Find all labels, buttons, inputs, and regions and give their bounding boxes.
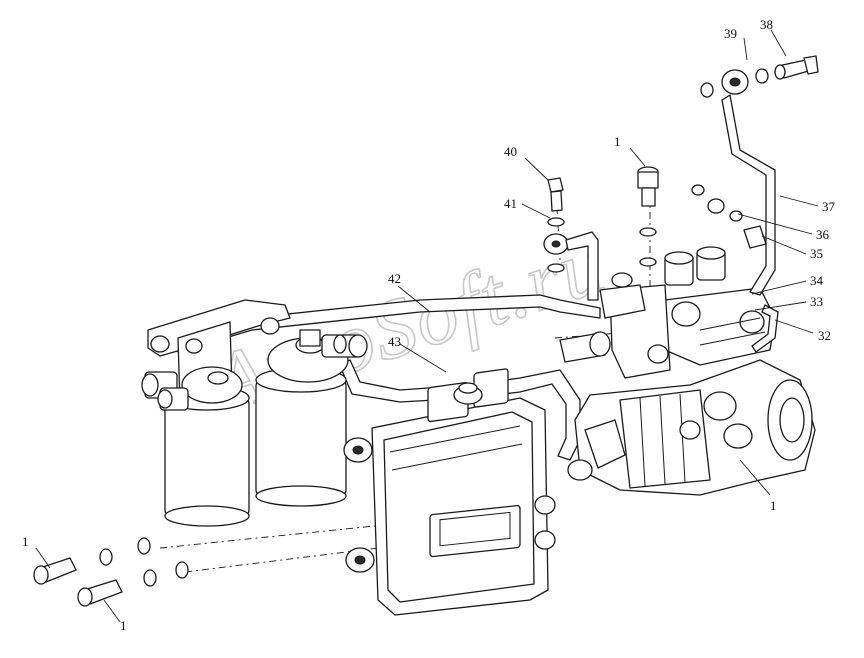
- callout-43: 43: [388, 334, 401, 349]
- callout-40: 40: [504, 144, 517, 159]
- ecu-module: [343, 368, 556, 616]
- washer-39: [700, 68, 769, 98]
- callout-1-left-lower: 1: [120, 618, 127, 633]
- washer-36: [691, 184, 743, 222]
- fuel-filter-right: [255, 329, 368, 507]
- callout-42: 42: [388, 271, 401, 286]
- callout-37: 37: [822, 199, 836, 214]
- pump-fitting-block: [559, 272, 646, 363]
- callout-1-pump: 1: [770, 498, 777, 513]
- callout-39: 39: [724, 26, 737, 41]
- injection-pump: [567, 246, 816, 496]
- banjo-bolt-left-upper: [33, 537, 151, 585]
- callout-38: 38: [760, 17, 773, 32]
- callout-41: 41: [504, 196, 517, 211]
- banjo-fitting-41: [543, 231, 599, 301]
- fuel-line-37: [721, 69, 776, 296]
- plug-bolt-35: [743, 225, 767, 249]
- callout-36: 36: [816, 227, 830, 242]
- banjo-bolt-40: [547, 177, 564, 212]
- callout-32: 32: [818, 328, 831, 343]
- banjo-bolt-38: [774, 55, 819, 80]
- leader-lines: [35, 29, 819, 623]
- banjo-bolt-top: [637, 166, 659, 267]
- callout-1-top: 1: [614, 134, 621, 149]
- washer-41: [547, 217, 565, 273]
- callout-35: 35: [810, 246, 823, 261]
- banjo-bolt-left-lower: [77, 561, 189, 607]
- callout-33: 33: [810, 294, 823, 309]
- callouts: 1 1 1 1 32 33 34 35 36 37 38 39 40 41 42…: [22, 17, 836, 633]
- fuel-filter-left: [141, 366, 250, 527]
- callout-34: 34: [810, 273, 824, 288]
- callout-1-left-upper: 1: [22, 534, 29, 549]
